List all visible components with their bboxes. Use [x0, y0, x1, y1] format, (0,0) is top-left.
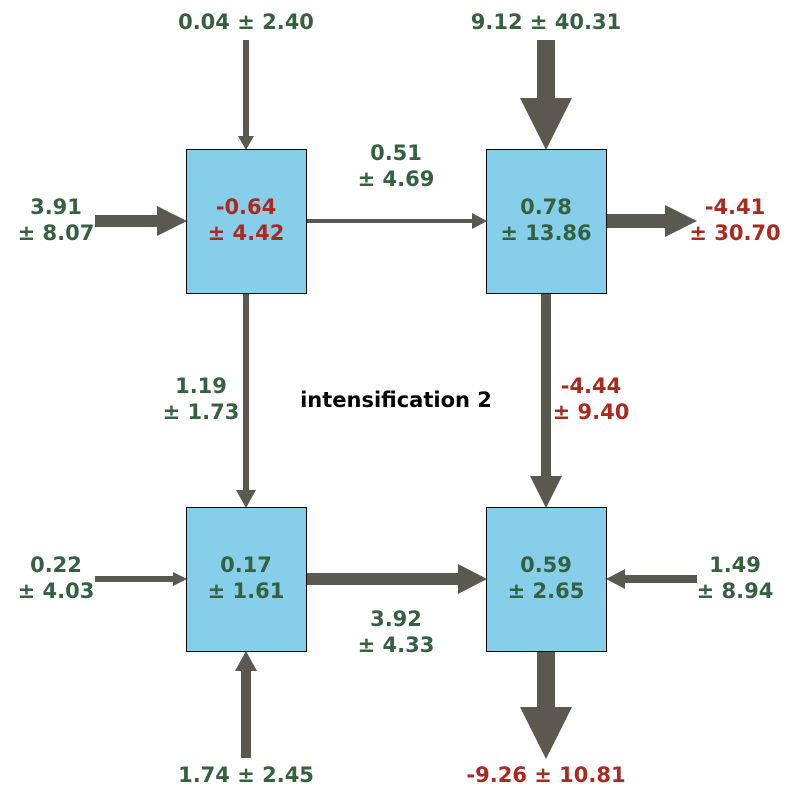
flow-label-out-top-right-to-right-uncertainty: ± 30.70: [689, 221, 780, 245]
node-uncertainty-top-right: ± 13.86: [500, 221, 591, 245]
diagram-title: intensification 2: [300, 388, 492, 412]
node-value-bottom-left: 0.17: [220, 553, 272, 577]
flow-label-top-right-to-bottom-right-value: -4.44: [561, 374, 622, 398]
flow-label-in-top-right-from-top: 9.12 ± 40.31: [471, 10, 621, 34]
node-box-bottom-left: [186, 507, 307, 652]
flow-label-top-left-to-top-right-uncertainty: ± 4.69: [358, 167, 435, 191]
arrow-out-top-right-to-right: [606, 205, 697, 237]
node-box-top-right: [486, 149, 607, 294]
arrow-in-top-right-from-top: [520, 40, 572, 150]
node-uncertainty-top-left: ± 4.42: [208, 221, 285, 245]
node-value-top-left: -0.64: [216, 195, 277, 219]
flow-label-top-right-to-bottom-right-uncertainty: ± 9.40: [553, 400, 630, 424]
arrow-top-left-to-top-right: [306, 213, 487, 229]
arrow-in-top-left-from-top: [238, 40, 254, 150]
arrow-bottom-left-to-bottom-right: [306, 564, 487, 594]
arrow-top-left-to-bottom-left: [236, 293, 256, 508]
flow-label-out-bottom-right-to-bottom: -9.26 ± 10.81: [466, 763, 625, 787]
flow-label-in-bottom-left-from-bottom: 1.74 ± 2.45: [178, 763, 314, 787]
node-value-bottom-right: 0.59: [520, 553, 572, 577]
node-uncertainty-bottom-right: ± 2.65: [508, 579, 585, 603]
arrow-in-bottom-right-from-right: [606, 569, 697, 589]
arrow-in-bottom-left-from-left: [95, 572, 187, 586]
flow-label-top-left-to-bottom-left-value: 1.19: [175, 374, 227, 398]
flow-label-in-bottom-left-from-left-value: 0.22: [30, 553, 82, 577]
flow-label-in-top-left-from-left-uncertainty: ± 8.07: [18, 221, 95, 245]
flow-label-top-left-to-top-right-value: 0.51: [370, 141, 422, 165]
flow-label-bottom-left-to-bottom-right-value: 3.92: [370, 607, 422, 631]
arrow-in-top-left-from-left: [95, 206, 187, 236]
arrow-top-right-to-bottom-right: [530, 293, 562, 508]
flow-label-out-top-right-to-right-value: -4.41: [705, 195, 766, 219]
flow-label-in-top-left-from-left-value: 3.91: [30, 195, 82, 219]
flow-label-in-bottom-right-from-right-value: 1.49: [709, 553, 761, 577]
flow-label-top-left-to-bottom-left-uncertainty: ± 1.73: [163, 400, 240, 424]
node-uncertainty-bottom-left: ± 1.61: [208, 579, 285, 603]
arrow-out-bottom-right-to-bottom: [520, 651, 572, 759]
node-box-bottom-right: [486, 507, 607, 652]
flow-label-in-bottom-left-from-left-uncertainty: ± 4.03: [18, 579, 95, 603]
flow-label-in-bottom-right-from-right-uncertainty: ± 8.94: [697, 579, 774, 603]
flow-label-in-top-left-from-top: 0.04 ± 2.40: [178, 10, 314, 34]
arrow-in-bottom-left-from-bottom: [235, 651, 257, 758]
node-box-top-left: [186, 149, 307, 294]
node-value-top-right: 0.78: [520, 195, 572, 219]
flow-label-bottom-left-to-bottom-right-uncertainty: ± 4.33: [358, 633, 435, 657]
